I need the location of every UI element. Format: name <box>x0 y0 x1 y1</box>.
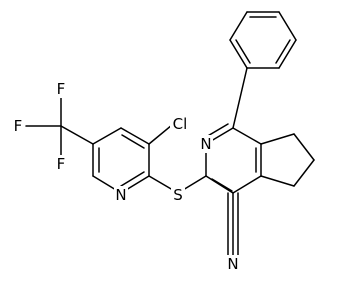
atom-pyridine-nitrogen-left: N <box>114 186 128 204</box>
bond <box>205 175 234 194</box>
bond <box>120 127 150 145</box>
atom-label: N <box>227 255 238 273</box>
atom-label: F <box>57 80 66 98</box>
bond <box>211 178 233 192</box>
bond <box>229 39 248 69</box>
atom-label: F <box>14 117 23 135</box>
atom-label: F <box>57 155 66 173</box>
atom-fluorine-top: F <box>54 80 68 98</box>
bond <box>278 11 297 41</box>
atom-nitrile-nitrogen: N <box>226 255 240 273</box>
bond <box>229 11 248 41</box>
atom-label: Cl <box>173 115 188 133</box>
bond <box>235 39 251 64</box>
bond <box>120 171 145 187</box>
bond <box>232 67 248 129</box>
bond <box>121 134 145 149</box>
bond <box>293 159 315 187</box>
atom-pyridine-nitrogen-right: N <box>199 135 213 153</box>
bond <box>148 124 173 145</box>
bond <box>278 39 297 69</box>
atom-chlorine: Cl <box>170 115 190 133</box>
atom-label: N <box>200 135 211 153</box>
atom-fluorine-bottom: F <box>54 155 68 173</box>
atom-label: N <box>115 186 126 204</box>
bond <box>260 133 295 145</box>
atom-label: S <box>173 186 183 204</box>
bonds <box>25 11 315 256</box>
bond <box>275 39 291 64</box>
bond <box>260 175 295 187</box>
atom-fluorine-left: F <box>11 117 25 135</box>
bond <box>232 127 262 145</box>
bond <box>92 127 122 145</box>
atom-sulfur: S <box>171 186 185 204</box>
bond <box>232 175 262 194</box>
bond <box>60 125 94 145</box>
bond <box>293 133 315 161</box>
atom-labels: F F F Cl N S N N <box>11 80 240 273</box>
bond <box>205 123 229 138</box>
